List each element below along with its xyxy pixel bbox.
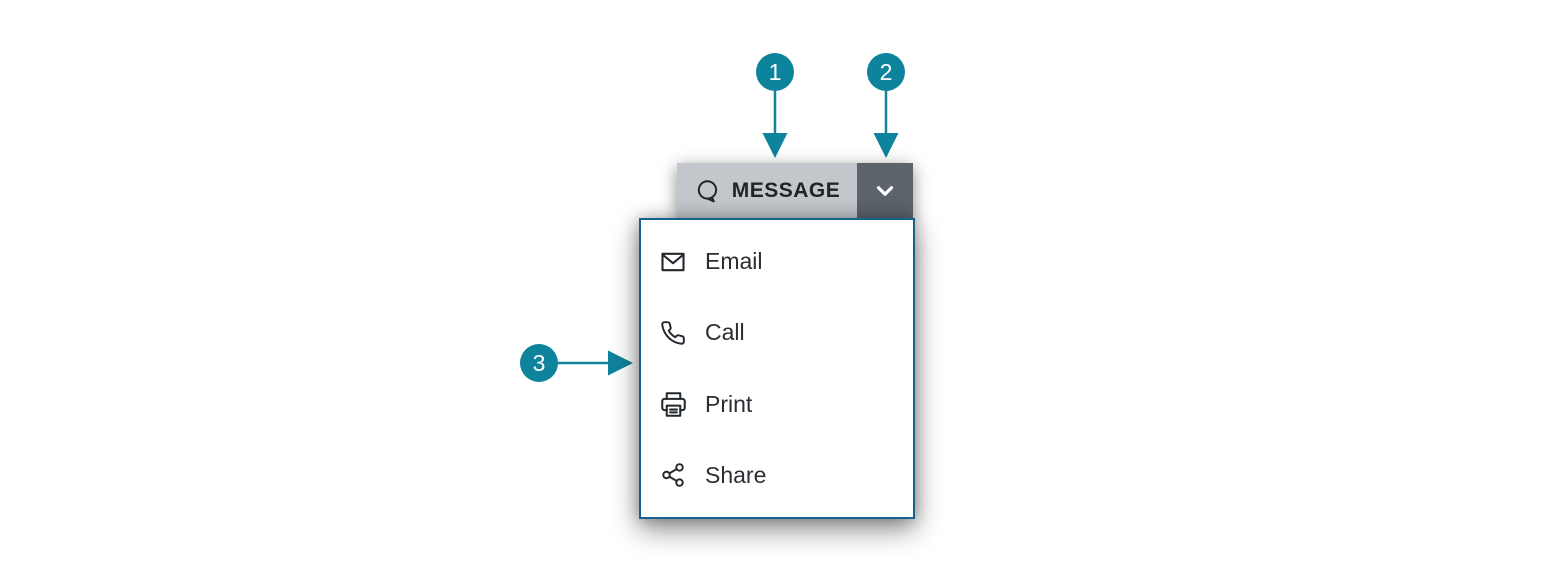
callout-badge-1: 1 (756, 53, 794, 91)
message-split-button: MESSAGE (677, 163, 913, 218)
callout-number: 2 (879, 58, 893, 85)
menu-item-label: Share (705, 461, 767, 488)
message-button-label: MESSAGE (731, 178, 841, 202)
message-button[interactable]: MESSAGE (677, 163, 857, 218)
menu-item-print[interactable]: Print (641, 369, 913, 439)
callout-number: 3 (532, 349, 546, 376)
menu-item-share[interactable]: Share (641, 440, 913, 510)
callout-badge-2: 2 (867, 53, 905, 91)
menu-item-email[interactable]: Email (641, 227, 913, 297)
share-icon (659, 461, 687, 489)
menu-item-call[interactable]: Call (641, 298, 913, 368)
dropdown-caret-button[interactable] (857, 163, 913, 218)
callout-number: 1 (768, 58, 782, 85)
dropdown-menu: Email Call Print (639, 218, 915, 519)
menu-item-label: Email (705, 248, 763, 275)
phone-icon (659, 319, 687, 347)
speech-bubble-icon (694, 177, 722, 205)
chevron-down-icon (871, 177, 899, 205)
email-icon (659, 248, 687, 276)
callout-badge-3: 3 (520, 344, 558, 382)
menu-item-label: Call (705, 319, 745, 346)
menu-item-label: Print (705, 390, 753, 417)
print-icon (659, 390, 687, 418)
